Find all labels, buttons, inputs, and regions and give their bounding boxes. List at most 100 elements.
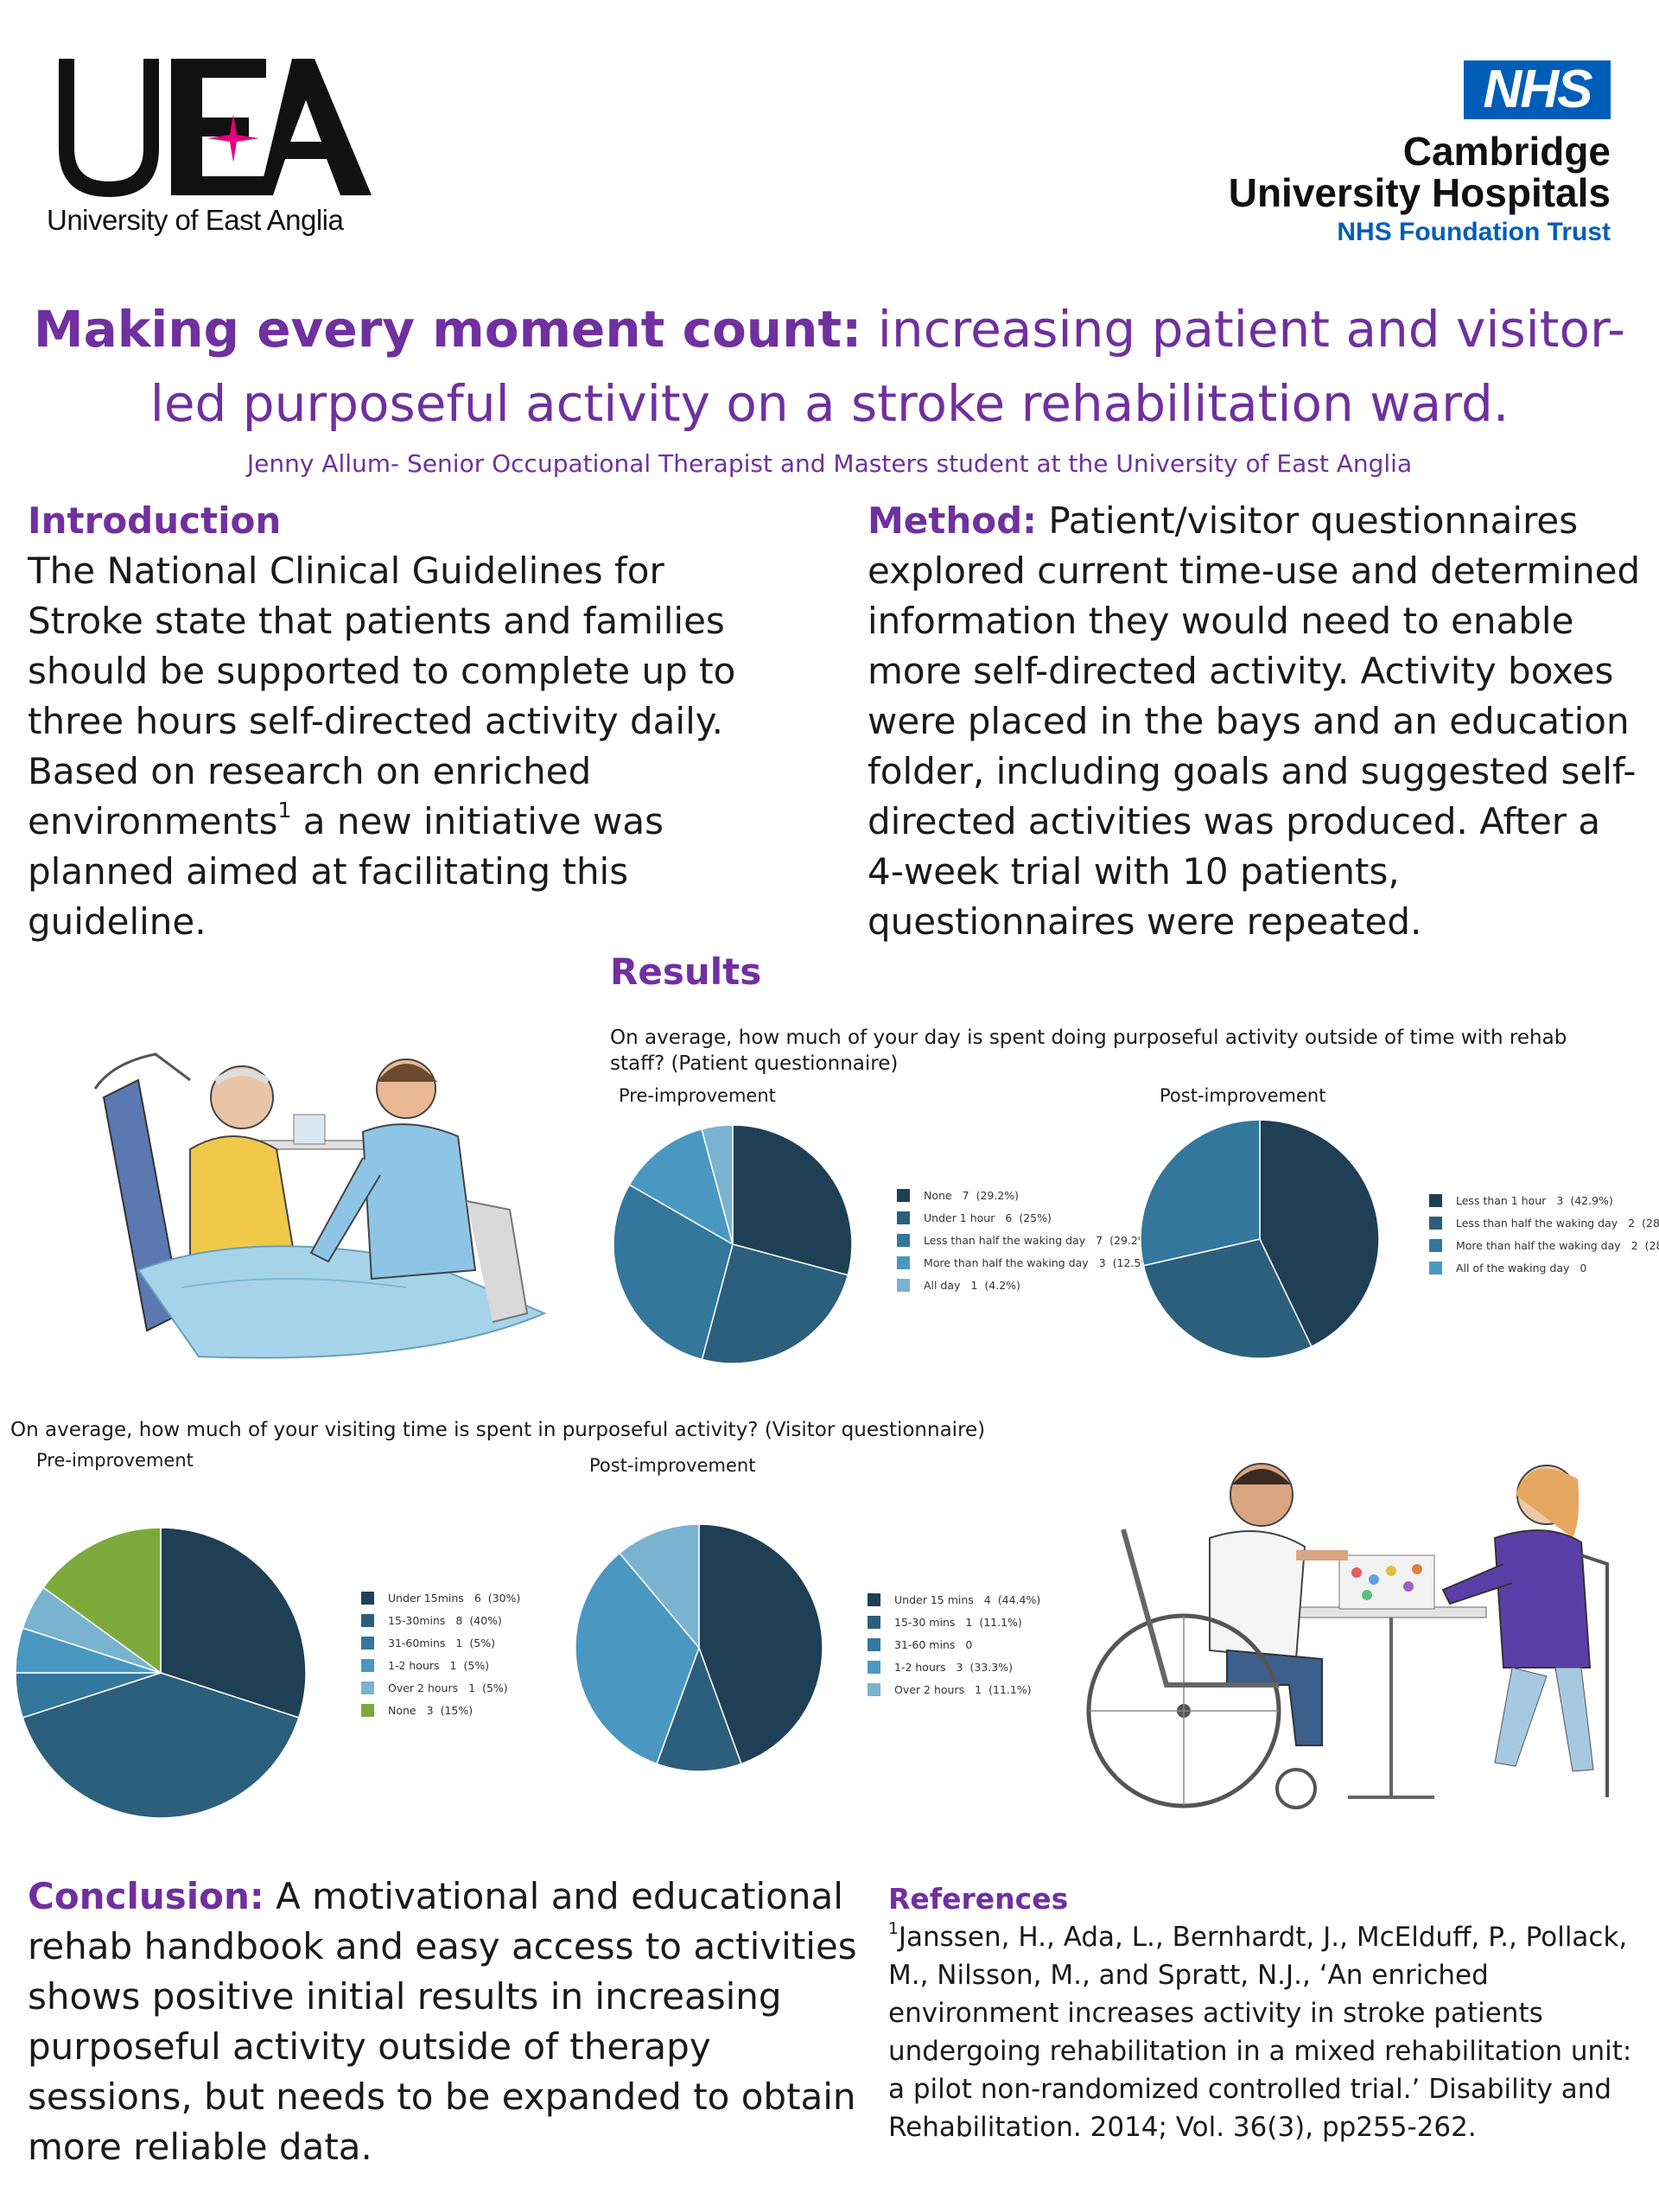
- title-block: Making every moment count: increasing pa…: [0, 292, 1659, 478]
- legend-label: 15-30mins: [388, 1613, 446, 1627]
- method-text: Patient/visitor questionnaires explored …: [868, 499, 1641, 943]
- legend-label: All day: [924, 1278, 961, 1292]
- legend-count: 1: [449, 1658, 457, 1672]
- legend-swatch: [1429, 1216, 1442, 1230]
- introduction-text-end: a new initiative was planned aimed at fa…: [28, 800, 664, 943]
- pie-slice-none: [732, 1124, 853, 1276]
- legend-count: 3: [1098, 1255, 1106, 1269]
- pie-slice-less-than-1-hour: [1259, 1119, 1380, 1348]
- legend-percent: (15%): [440, 1703, 474, 1717]
- visitor-post-pie-chart: [575, 1523, 823, 1772]
- legend-count: 3: [956, 1660, 963, 1674]
- legend-label: Less than half the waking day: [924, 1233, 1086, 1247]
- introduction-citation: 1: [277, 798, 292, 823]
- pie-slice-15-30mins: [22, 1672, 300, 1819]
- pie-slice-under-15-mins: [698, 1523, 823, 1765]
- legend-percent: (5%): [469, 1636, 495, 1649]
- legend-count: 6: [474, 1591, 481, 1605]
- nhs-logo: NHS Cambridge University Hospitals NHS F…: [1192, 60, 1624, 259]
- legend-label: More than half the waking day: [924, 1255, 1089, 1269]
- legend-count: 8: [455, 1613, 463, 1627]
- pie-slice-over-2-hours: [619, 1523, 700, 1650]
- legend-percent: (5%): [482, 1681, 508, 1694]
- patient-pre-label: Pre-improvement: [619, 1085, 776, 1106]
- poster-title: Making every moment count: increasing pa…: [0, 292, 1659, 441]
- introduction-text: The National Clinical Guidelines for Str…: [28, 550, 736, 842]
- pie-slice-more-than-half-the-waking-day: [1140, 1119, 1261, 1267]
- legend-count: 3: [426, 1703, 434, 1717]
- legend-item: Over 2 hours 1 (5%): [361, 1676, 520, 1699]
- references-section: References 1Janssen, H., Ada, L., Bernha…: [888, 1880, 1649, 2146]
- legend-count: 1: [468, 1681, 476, 1694]
- trust-name-line2: University Hospitals: [1228, 170, 1611, 215]
- legend-count: 3: [1556, 1193, 1564, 1207]
- patient-post-label: Post-improvement: [1160, 1085, 1326, 1106]
- legend-count: 2: [1628, 1216, 1636, 1230]
- legend-label: Over 2 hours: [894, 1682, 965, 1696]
- patient-question: On average, how much of your day is spen…: [610, 1027, 1567, 1075]
- pie-slice-all-day: [701, 1124, 734, 1245]
- legend-percent: (30%): [487, 1591, 521, 1605]
- introduction-heading: Introduction: [28, 499, 282, 542]
- conclusion-text: A motivational and educational rehab han…: [28, 1875, 857, 2168]
- legend-percent: (40%): [469, 1613, 502, 1627]
- reference-text: Janssen, H., Ada, L., Bernhardt, J., McE…: [888, 1922, 1632, 2143]
- legend-swatch: [897, 1211, 910, 1224]
- results-heading: Results: [610, 950, 762, 993]
- legend-label: 1-2 hours: [388, 1658, 440, 1672]
- legend-percent: (11.1%): [979, 1615, 1022, 1629]
- legend-percent: (44.4%): [997, 1592, 1041, 1606]
- pie-slice-15-30-mins: [656, 1645, 742, 1772]
- trust-name-line1: Cambridge: [1402, 129, 1611, 174]
- legend-count: 6: [1005, 1211, 1013, 1224]
- legend-swatch: [897, 1188, 910, 1202]
- legend-item: 1-2 hours 1 (5%): [361, 1654, 520, 1676]
- legend-percent: (4.2%): [984, 1278, 1020, 1292]
- legend-swatch: [868, 1637, 880, 1651]
- visitor-question: On average, how much of your visiting ti…: [10, 1419, 986, 1441]
- bedside-illustration: [93, 1052, 547, 1359]
- pie-slice-less-than-half-the-waking-day: [1142, 1238, 1313, 1359]
- legend-swatch: [868, 1660, 880, 1674]
- legend-count: 2: [1630, 1238, 1638, 1252]
- legend-swatch: [361, 1681, 374, 1694]
- wheelchair-illustration: [1086, 1463, 1609, 1809]
- legend-label: More than half the waking day: [1456, 1238, 1621, 1252]
- legend-count: 7: [1096, 1233, 1103, 1247]
- legend-swatch: [1429, 1193, 1442, 1207]
- uea-name: University of East Anglia: [47, 204, 344, 236]
- legend-swatch: [361, 1658, 374, 1672]
- legend-label: Over 2 hours: [388, 1681, 459, 1694]
- references-heading: References: [888, 1882, 1069, 1916]
- legend-swatch: [1429, 1261, 1442, 1274]
- reference-number: 1: [888, 1919, 899, 1938]
- legend-swatch: [361, 1703, 374, 1717]
- legend-swatch: [361, 1613, 374, 1627]
- visitor-pre-pie-chart: [15, 1527, 307, 1819]
- trust-name-line3: NHS Foundation Trust: [1337, 218, 1611, 246]
- legend-count: 7: [962, 1188, 969, 1202]
- patient-pre-pie-chart: [613, 1124, 853, 1364]
- method-heading: Method:: [868, 499, 1037, 542]
- patient-post-pie-chart: [1140, 1119, 1380, 1359]
- legend-label: Under 15 mins: [894, 1592, 974, 1606]
- uea-logo-mark: [36, 59, 372, 197]
- legend-swatch: [1429, 1238, 1442, 1252]
- conclusion-section: Conclusion: A motivational and education…: [28, 1872, 857, 2172]
- legend-percent: (5%): [463, 1658, 490, 1672]
- pie-slice-more-than-half-the-waking-day: [628, 1128, 734, 1246]
- conclusion-heading: Conclusion:: [28, 1875, 264, 1917]
